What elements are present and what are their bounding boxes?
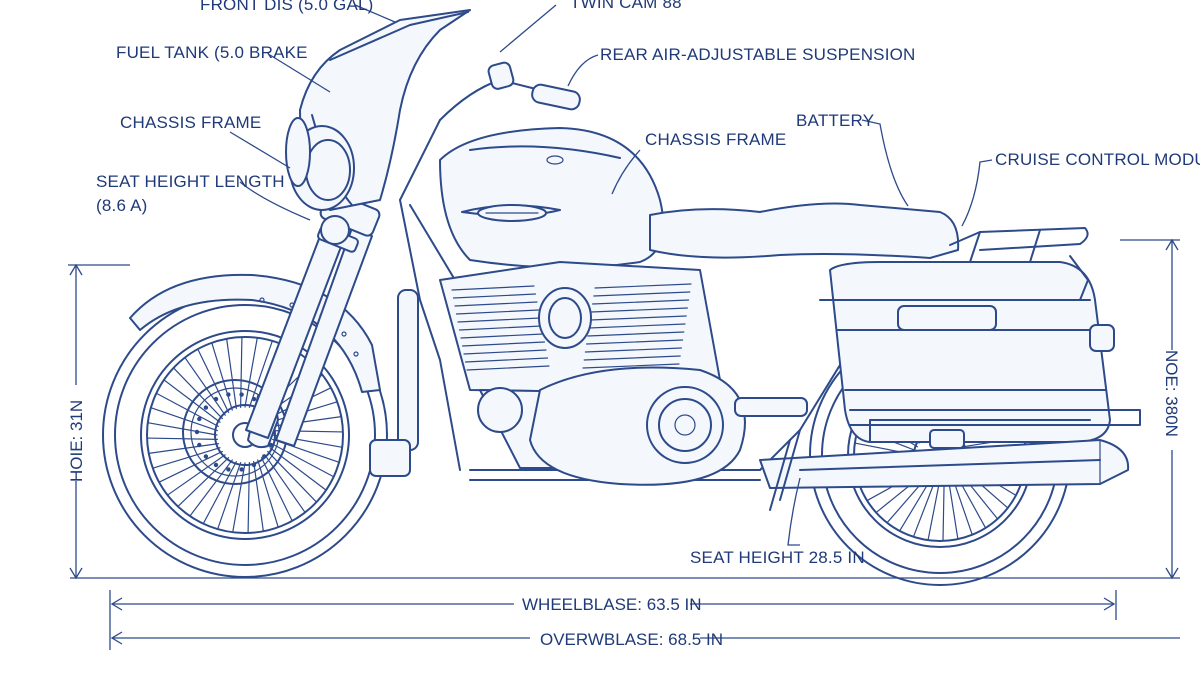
cylinder-fin	[594, 283, 692, 289]
spoke	[148, 443, 219, 454]
dimension-lines: HOIE: 31N NOE: 380N WHEELBLASE: 63.5 IN …	[64, 238, 1184, 650]
fuel-tank	[439, 127, 665, 269]
seat	[649, 202, 960, 259]
cylinder-fin	[454, 301, 538, 307]
disc-hole	[213, 396, 219, 402]
cylinder-fin	[466, 365, 550, 371]
exhaust	[759, 439, 1130, 489]
spoke	[217, 462, 242, 530]
spoke	[226, 338, 237, 409]
foot-board	[734, 397, 808, 417]
fairing	[285, 9, 471, 245]
spoke	[240, 336, 243, 408]
rear-shock	[769, 429, 801, 511]
cylinder-fin	[452, 293, 537, 299]
disc-hole	[203, 405, 209, 410]
spoke	[269, 447, 327, 491]
cylinder-fin	[591, 299, 690, 305]
dim-wheelbase: WHEELBLASE: 63.5 IN	[522, 595, 702, 614]
spoke	[247, 462, 250, 534]
cylinder-fin	[458, 325, 543, 331]
label-rear-suspension: REAR AIR-ADJUSTABLE SUSPENSION	[600, 45, 916, 64]
label-chassis-frame-left: CHASSIS FRAME	[120, 113, 261, 132]
cylinder-fin	[588, 323, 686, 329]
dim-overall: OVERWBLASE: 68.5 IN	[540, 630, 723, 649]
cylinder-fin	[590, 307, 689, 313]
motorcycle-drawing	[102, 9, 1141, 586]
disc-hole	[261, 454, 267, 459]
dim-height-left: HOIE: 31N	[67, 400, 86, 482]
disc-hole	[197, 442, 202, 448]
disc-hole	[194, 429, 200, 435]
callout-leaders	[229, 4, 993, 546]
label-seat-height-length: SEAT HEIGHT LENGTH	[96, 172, 285, 191]
disc-hole	[239, 467, 244, 472]
spoke	[267, 450, 318, 503]
handlebar	[399, 61, 581, 201]
cylinder-fin	[455, 309, 540, 315]
cylinder-fin	[457, 317, 541, 323]
spoke	[271, 443, 335, 478]
cylinder-fin	[593, 291, 691, 297]
spoke	[947, 476, 959, 540]
disc-hole	[203, 454, 209, 459]
spoke	[211, 342, 233, 411]
label-seat-height-length-value: (8.6 A)	[96, 196, 147, 215]
cylinder-fin	[451, 285, 535, 291]
tank-emblem-icon	[461, 204, 561, 222]
cylinder-fin	[587, 331, 685, 337]
spoke	[260, 457, 293, 522]
spoke	[189, 459, 233, 517]
label-seat-height: SEAT HEIGHT 28.5 IN	[690, 548, 865, 567]
spoke	[232, 462, 246, 533]
spoke	[244, 337, 258, 408]
primary-cover	[529, 366, 746, 486]
label-front-dis: FRONT DIS (5.0 GAL)	[200, 0, 374, 14]
saddlebag	[819, 261, 1141, 443]
dim-height-right: NOE: 380N	[1162, 350, 1181, 437]
cylinder-fin	[583, 355, 681, 361]
cylinder-fin	[582, 363, 680, 369]
cylinder-fin	[463, 349, 547, 355]
cylinder-fin	[585, 339, 684, 345]
luggage-rack	[949, 227, 1115, 352]
label-fuel-tank: FUEL TANK (5.0 BRAKE	[116, 43, 308, 62]
spoke	[184, 356, 226, 416]
spoke	[912, 478, 937, 538]
spoke	[152, 447, 221, 469]
label-twin-cam: TWIN CAM 88	[570, 0, 682, 12]
spoke	[264, 454, 306, 514]
cylinder-fin	[589, 315, 687, 321]
cylinder-fin	[461, 341, 546, 347]
spoke	[927, 478, 941, 541]
front-forks	[245, 191, 381, 447]
spoke	[253, 461, 264, 532]
label-cruise-control: CRUISE CONTROL MODULE	[995, 150, 1200, 169]
spoke	[202, 461, 237, 525]
disc-hole	[226, 467, 231, 472]
label-battery: BATTERY	[796, 111, 874, 130]
disc-hole	[213, 462, 219, 468]
spoke	[158, 450, 223, 483]
cylinder-fin	[460, 333, 544, 339]
cylinder-fin	[464, 357, 549, 363]
spoke	[248, 340, 273, 408]
disc-hole	[226, 392, 231, 397]
callout-labels: FRONT DIS (5.0 GAL) TWIN CAM 88 FUEL TAN…	[96, 0, 1200, 567]
frame	[369, 199, 881, 481]
disc-hole	[197, 416, 202, 422]
spoke	[197, 348, 230, 413]
label-chassis-frame-center: CHASSIS FRAME	[645, 130, 786, 149]
disc-hole	[239, 392, 244, 397]
cylinder-fin	[584, 347, 683, 353]
spoke	[166, 454, 226, 496]
spoke	[146, 437, 218, 440]
spoke	[257, 459, 279, 528]
spoke	[172, 367, 223, 420]
spoke	[177, 457, 230, 508]
disc-hole	[251, 462, 257, 468]
spoke	[942, 478, 945, 542]
disc-hole	[251, 396, 257, 402]
